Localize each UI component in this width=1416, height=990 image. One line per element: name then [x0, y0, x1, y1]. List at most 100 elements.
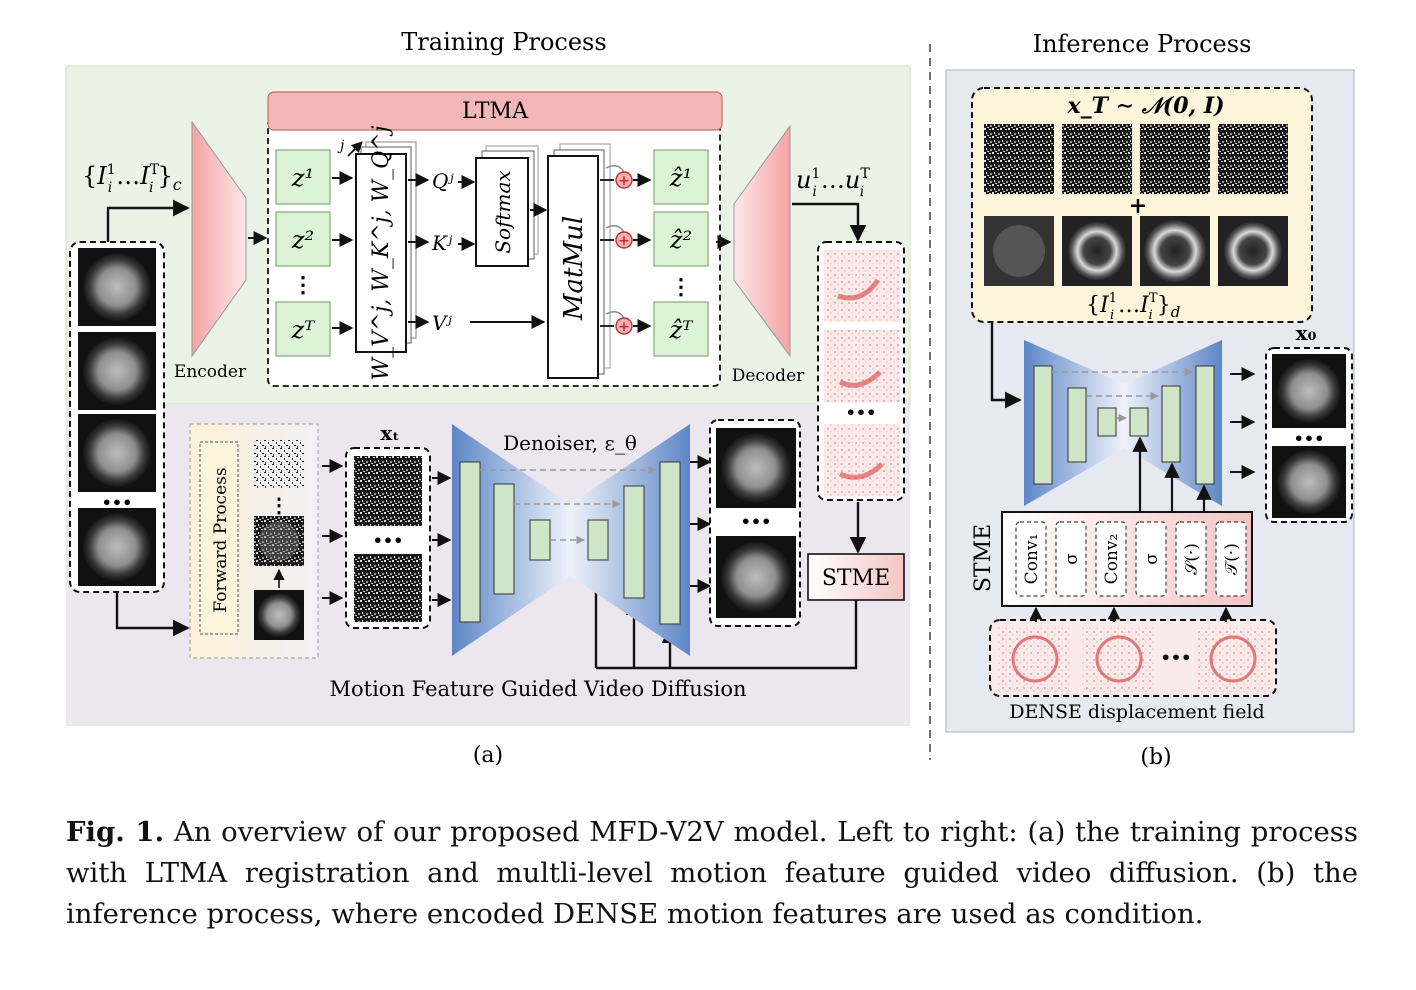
matmul-block	[547, 155, 599, 379]
dense-field-1-contour	[1011, 635, 1059, 683]
figure-caption-text: An overview of our proposed MFD-V2V mode…	[66, 816, 1358, 930]
residual-add-T: +	[600, 311, 633, 335]
noise-frame-4	[1218, 124, 1288, 194]
stme-guidance-line	[596, 600, 858, 670]
xt-noisy-frame-1	[354, 456, 422, 526]
stme-module-box-6	[1215, 521, 1247, 597]
condition-frame-2-heart	[1067, 221, 1127, 281]
weights-label: W_V^j, W_K^j, W_Q^j	[369, 125, 394, 380]
dense-fields-label: DENSE displacement field	[1009, 701, 1264, 723]
residual-add-1: +	[600, 165, 633, 189]
noise-frame-1	[984, 124, 1054, 194]
noise-prior-label: x_T ∼ 𝒩(0, I)	[1066, 93, 1224, 119]
input-frame-3-heart	[83, 419, 151, 487]
forward-noisy-frame-1	[254, 440, 304, 488]
svg-text:+: +	[618, 173, 630, 189]
inference-enc-bar-3	[1097, 407, 1117, 437]
forward-noisy-frame-2-heart	[259, 521, 299, 561]
inference-output-frame-1-heart	[1277, 359, 1341, 423]
input-frame-2-heart	[83, 337, 151, 405]
svg-text:+: +	[618, 233, 630, 249]
q-label: Qʲ	[432, 169, 454, 193]
x0-label: x₀	[1296, 321, 1317, 345]
stme-inference-label: STME	[971, 524, 996, 592]
training-output-frame-2-heart	[721, 542, 791, 612]
stme-module-box-1	[1015, 521, 1047, 597]
inference-title: Inference Process	[1033, 30, 1252, 58]
displacement-fields-ellipsis: •••	[846, 403, 877, 422]
token-z2	[275, 211, 331, 267]
k-label: Kʲ	[431, 231, 453, 255]
weights-block	[355, 153, 407, 353]
stme-module-box-2	[1055, 521, 1087, 597]
inference-enc-bar-2	[1067, 387, 1087, 463]
training-output-frame-1-heart	[721, 433, 791, 503]
token-z1-label: z¹	[291, 164, 314, 192]
dense-field-2-contour	[1095, 635, 1143, 683]
displacement-field-2-contour	[838, 370, 882, 388]
decoder-block	[733, 124, 791, 358]
token-zhat1	[653, 149, 709, 205]
decoder-label: Decoder	[732, 366, 805, 386]
denoiser-dec-bar-1	[587, 519, 609, 561]
svg-text:+: +	[618, 319, 630, 335]
displacement-field-3-contour	[838, 462, 884, 480]
xt-noisy-frame-2	[354, 554, 422, 622]
inference-dec-bar-3	[1195, 365, 1215, 485]
displacement-field-1	[824, 250, 900, 322]
stme-module-label-1: Conv₁	[1022, 534, 1042, 585]
denoiser-dec-bar-2	[623, 485, 645, 599]
figure-caption-label: Fig. 1.	[66, 816, 165, 848]
dense-fields-ellipsis: •••	[1161, 648, 1192, 667]
denoiser-enc-bar-3	[529, 519, 551, 561]
ltma-label: LTMA	[462, 99, 529, 124]
displacement-field-2	[824, 330, 900, 402]
displacement-field-3	[824, 424, 900, 496]
matmul-label: MatMul	[559, 216, 589, 321]
forward-clean-frame-heart	[257, 593, 301, 637]
softmax-block	[475, 157, 529, 267]
inference-output-frame-2-heart	[1277, 450, 1341, 514]
inference-output-ellipsis: •••	[1294, 429, 1325, 448]
denoiser-label: Denoiser, ε_θ	[503, 431, 637, 455]
stme-module-label-4: σ	[1142, 553, 1162, 565]
token-zhatT-label: ẑᵀ	[669, 316, 694, 344]
token-z1	[275, 149, 331, 205]
token-zhat2-label: ẑ²	[669, 226, 692, 254]
noise-plus-sign: +	[1129, 193, 1147, 219]
input-ellipsis: •••	[102, 493, 133, 512]
forward-process-label: Forward Process	[211, 467, 231, 612]
condition-frame-4-heart	[1223, 221, 1283, 281]
forward-process-box	[199, 441, 239, 635]
token-z-vertical-ellipsis: ⋮	[292, 272, 314, 298]
forward-vertical-ellipsis: ⋮	[269, 493, 289, 517]
token-zhat1-label: ẑ¹	[669, 164, 692, 192]
v-label: Vʲ	[432, 311, 452, 335]
encoder-label: Encoder	[174, 362, 247, 382]
arrow-input-to-encoder	[106, 199, 190, 242]
stme-module-label-3: Conv₂	[1102, 534, 1122, 585]
xt-ellipsis: •••	[373, 531, 404, 550]
ltma-header	[267, 91, 723, 131]
encoder-block	[191, 120, 247, 358]
denoiser-enc-bar-1	[459, 461, 481, 623]
token-zT	[275, 301, 331, 357]
input-frame-1-heart	[83, 253, 151, 321]
stme-module-label-6: 𝒯(·)	[1222, 543, 1242, 575]
arrow-input-to-unet	[990, 322, 1022, 409]
input-frame-4-heart	[83, 513, 151, 581]
denoiser-enc-bar-2	[493, 483, 515, 595]
diffusion-section-label: Motion Feature Guided Video Diffusion	[330, 677, 747, 701]
stme-module-box-3	[1095, 521, 1127, 597]
stme-module-box-4	[1135, 521, 1167, 597]
stme-training-block	[807, 553, 905, 601]
stme-module-box-5	[1175, 521, 1207, 597]
token-zhat2	[653, 211, 709, 267]
head-index-label: j	[337, 138, 345, 154]
inference-dec-bar-1	[1129, 407, 1149, 437]
inference-dec-bar-2	[1161, 385, 1181, 463]
stme-training-label: STME	[822, 566, 890, 591]
figure-caption: Fig. 1. An overview of our proposed MFD-…	[66, 812, 1358, 935]
